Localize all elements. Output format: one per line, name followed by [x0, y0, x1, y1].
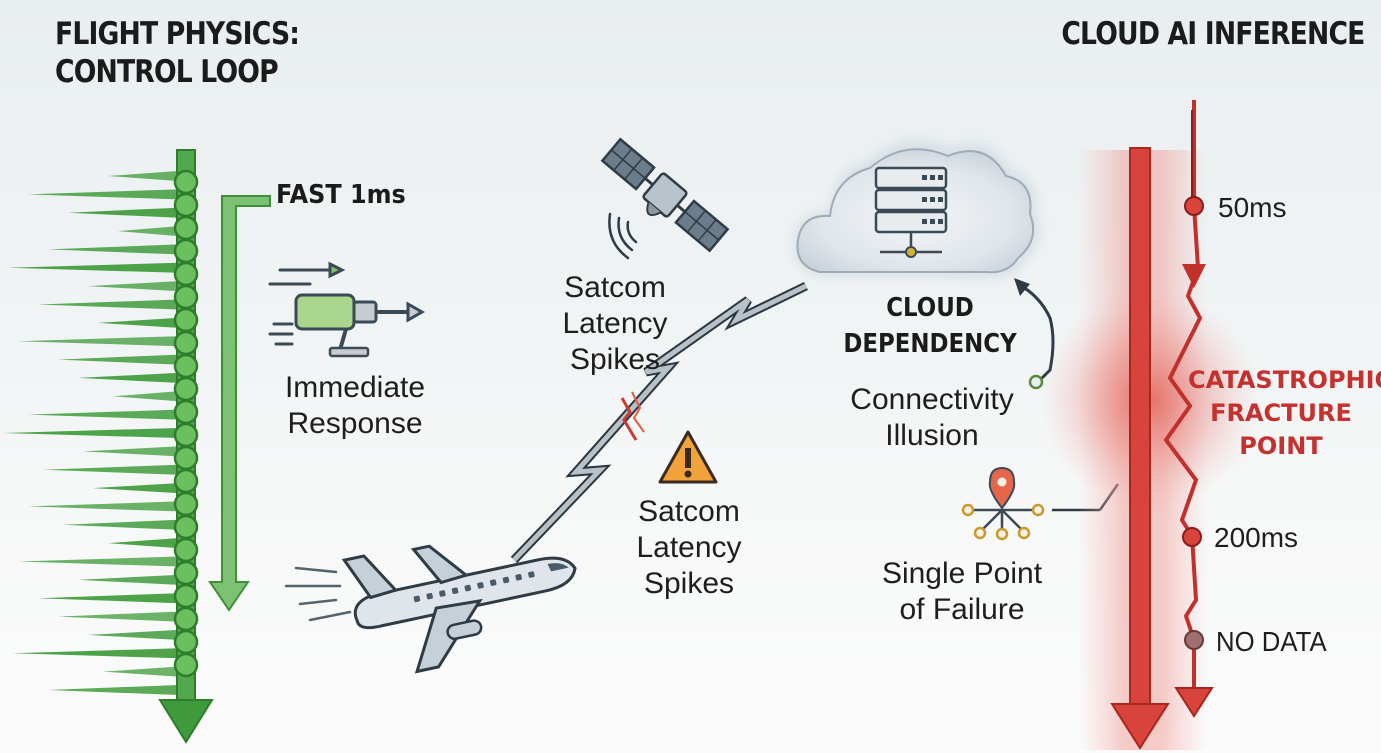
fast-arrow: [208, 195, 271, 612]
spike: [118, 226, 178, 237]
airplane-window: [502, 576, 510, 584]
spike: [88, 281, 178, 292]
satcom-latency-label-bottom: Satcom Latency Spikes: [636, 495, 742, 600]
actuator-icon: [268, 261, 426, 358]
timeline-bead: [173, 422, 199, 448]
network-pin-icon: [961, 466, 1120, 541]
timeline-bead: [173, 468, 199, 494]
airplane-window: [477, 582, 484, 589]
timeline-bead: [173, 606, 199, 632]
spike: [68, 207, 178, 218]
spike: [58, 611, 178, 622]
timeline-bead: [173, 445, 199, 471]
spike: [3, 428, 178, 438]
connectivity-illusion-label: Connectivity Illusion: [850, 383, 1014, 452]
timeline-bead: [173, 629, 199, 655]
left-title: FLIGHT PHYSICS: CONTROL LOOP: [55, 15, 300, 91]
airplane-window: [489, 579, 497, 586]
left-title-line1: FLIGHT PHYSICS:: [55, 16, 300, 52]
timeline-bead: [173, 537, 199, 563]
spike: [38, 299, 178, 310]
satcom-latency-label-top: Satcom Latency Spikes: [562, 271, 668, 376]
latency-marker-50ms: 50ms: [1218, 192, 1287, 223]
catastrophic-fracture-label: CATASTROPHIC FRACTURE POINT: [1188, 366, 1381, 460]
red-main-arrow: [1110, 147, 1170, 750]
fracture-arrow-icon: [1163, 100, 1214, 718]
timeline-bead: [173, 261, 199, 287]
spike: [93, 483, 178, 494]
latency-marker-200ms: 200ms: [1214, 522, 1299, 553]
spike: [28, 501, 178, 512]
spike: [58, 354, 178, 365]
airplane-window: [426, 592, 433, 600]
single-point-of-failure-label: Single Point of Failure: [881, 557, 1043, 626]
airplane-window: [515, 573, 522, 581]
satellite-icon: [600, 137, 730, 253]
spike: [88, 629, 178, 640]
timeline-bead: [173, 238, 199, 264]
airplane-window: [413, 595, 421, 603]
timeline-bead: [173, 192, 199, 218]
spike: [48, 244, 178, 255]
timeline-bead: [173, 307, 199, 333]
spike: [13, 648, 178, 659]
timeline-bead: [173, 399, 199, 425]
timeline-bead: [173, 284, 199, 310]
spike: [103, 666, 178, 677]
spike-waveform-icon: [3, 171, 178, 695]
green-timeline: [158, 149, 214, 744]
lightning-link-icon: [510, 281, 808, 564]
spike: [113, 391, 178, 402]
spike: [48, 685, 178, 695]
spike: [28, 409, 178, 420]
timeline-bead: [173, 560, 199, 586]
timeline-bead: [173, 353, 199, 379]
spike: [43, 464, 178, 475]
spike: [83, 446, 178, 457]
timeline-bead: [173, 583, 199, 609]
spike: [63, 519, 178, 530]
signal-waves: [608, 212, 638, 260]
cloud-dependency-label: CLOUD DEPENDENCY: [843, 293, 1017, 359]
spike: [38, 593, 178, 604]
immediate-response-label: Immediate Response: [284, 371, 426, 440]
spike: [18, 336, 178, 347]
cloud-server-icon: [793, 140, 1040, 279]
timeline-bead: [173, 652, 199, 678]
spike: [78, 372, 178, 383]
airplane-window: [439, 590, 446, 597]
latency-marker-no-data: NO DATA: [1216, 626, 1327, 657]
spike: [108, 538, 178, 549]
airplane-window: [528, 571, 535, 578]
spike: [18, 556, 178, 567]
timeline-bead: [173, 215, 199, 241]
left-title-line2: CONTROL LOOP: [55, 54, 279, 90]
spike: [78, 574, 178, 585]
spike: [8, 262, 178, 273]
timeline-bead: [173, 376, 199, 402]
warning-icon: [658, 430, 718, 484]
airplane-window: [451, 587, 459, 595]
timeline-bead: [173, 169, 199, 195]
spike: [98, 317, 178, 328]
airplane-icon: [284, 544, 577, 674]
right-title: CLOUD AI INFERENCE: [1061, 16, 1366, 52]
timeline-bead: [173, 491, 199, 517]
timeline-bead: [173, 330, 199, 356]
spike: [108, 171, 178, 181]
spike: [28, 189, 178, 200]
fast-label: FAST 1ms: [276, 180, 406, 210]
airplane-window: [464, 584, 472, 592]
timeline-bead: [173, 514, 199, 540]
